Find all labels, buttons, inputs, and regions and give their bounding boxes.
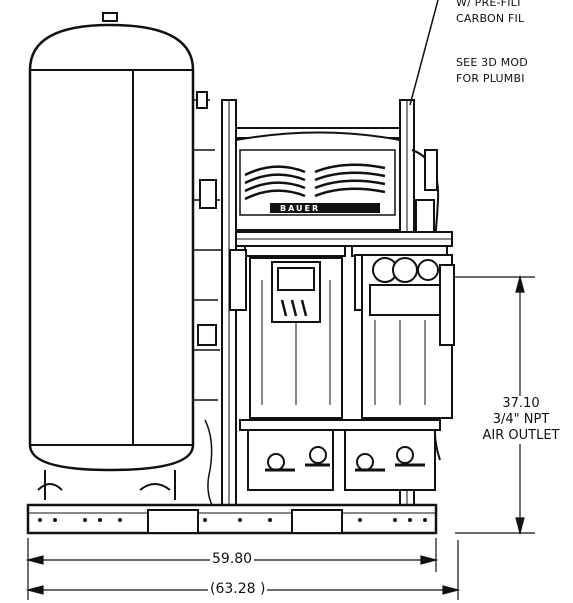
base-skid (26, 503, 438, 535)
note-line-2: CARBON FIL (456, 12, 525, 25)
outer-width-label: (63.28 ) (208, 581, 268, 597)
compressor-unit (235, 131, 401, 231)
inner-width-label: 59.80 (210, 551, 255, 567)
base-bolts (38, 518, 427, 522)
side-piping (193, 91, 222, 506)
drain-valves (239, 419, 441, 491)
height-value: 37.10 (502, 396, 540, 411)
note-line-3: SEE 3D MOD (456, 56, 528, 69)
filter-manifold-plate (235, 231, 453, 257)
height-desc-line2: AIR OUTLET (482, 428, 560, 443)
note-line-4: FOR PLUMBI (456, 72, 525, 85)
note-line-1: W/ PRE-FILT (456, 0, 523, 9)
height-desc-line1: 3/4" NPT (492, 412, 550, 427)
left-filter-tower (229, 249, 376, 419)
note-leader-line (409, 0, 439, 106)
height-dimension-label: 37.10 3/4" NPT AIR OUTLET (476, 396, 566, 444)
air-receiver-tank (28, 12, 195, 500)
compressor-logo-text: BAUER (280, 204, 321, 213)
right-filter-tower (361, 254, 455, 419)
